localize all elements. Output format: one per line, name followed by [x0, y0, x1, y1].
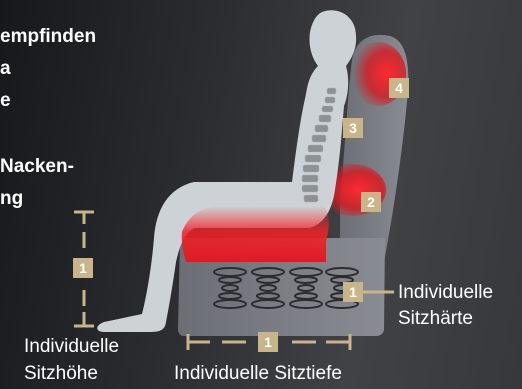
intro-line-5: ng	[0, 187, 23, 211]
intro-line-1: empfinden	[0, 25, 96, 49]
marker-1-firmness-badge: 1	[343, 282, 363, 302]
label-sitzhoehe-line-1: Individuelle	[24, 335, 119, 358]
label-sitztiefe: Individuelle Sitztiefe	[174, 362, 342, 385]
intro-line-2: a	[0, 57, 11, 81]
label-sitzhaerte-line-2: Sitzhärte	[398, 307, 473, 330]
label-sitzhoehe-line-2: Sitzhöhe	[24, 362, 98, 385]
marker-2-badge: 2	[361, 192, 381, 212]
zone-seat	[182, 206, 329, 262]
marker-1-height-badge: 1	[73, 258, 93, 278]
intro-line-3: e	[0, 89, 11, 113]
marker-1-depth-badge: 1	[258, 332, 278, 352]
label-sitzhaerte-line-1: Individuelle	[398, 281, 493, 304]
marker-4-badge: 4	[389, 78, 409, 98]
intro-line-4: Nacken-	[0, 155, 74, 179]
marker-3-badge: 3	[343, 118, 363, 138]
